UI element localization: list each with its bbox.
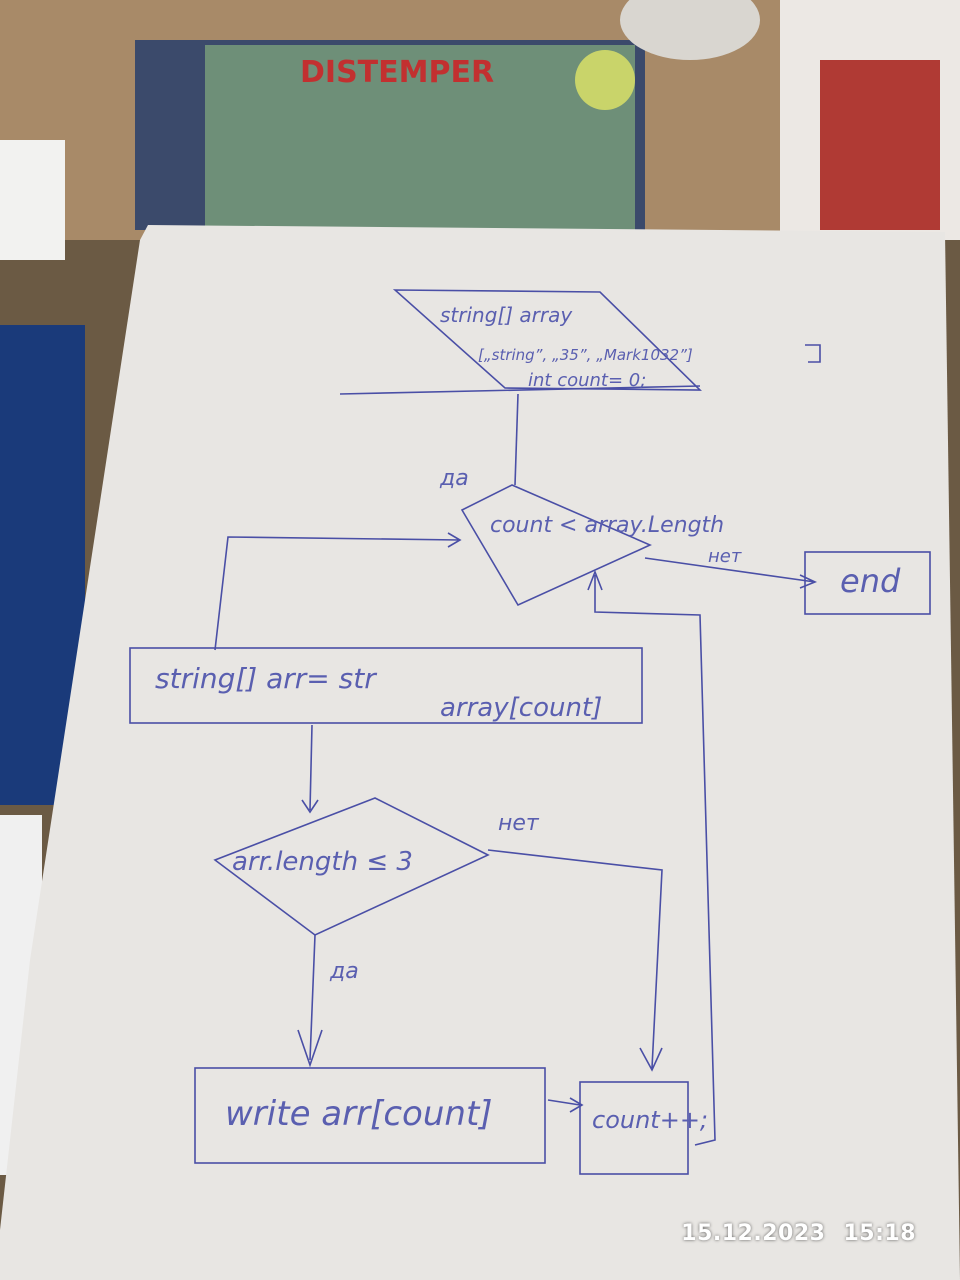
arrow-input-to-cond1 <box>514 393 519 486</box>
assign-box <box>129 647 643 724</box>
paper-sheet <box>0 225 960 1280</box>
increment-text: count++; <box>592 1106 708 1134</box>
input-underline <box>339 385 701 395</box>
arrow-write-to-increment <box>547 1097 584 1113</box>
assign-text-line2: array[count] <box>440 693 602 723</box>
cond2-text: arr.length ≤ 3 <box>232 847 413 877</box>
flowchart-drawing <box>129 289 931 1175</box>
increment-box <box>579 1081 689 1175</box>
cd-cover-title: DISTEMPER <box>300 55 494 90</box>
mug <box>620 0 760 60</box>
cond1-yes-label: да <box>439 466 469 491</box>
input-text-line2: [„string”, „35”, „Mark1032”] <box>478 346 693 364</box>
input-text-line1: string[] array <box>440 303 573 327</box>
end-text: end <box>840 562 901 600</box>
card-stack <box>0 140 65 260</box>
cd-cover-art <box>205 45 635 230</box>
cond2-yes-label: да <box>329 959 359 984</box>
photo-timestamp: 15.12.2023 15:18 <box>681 1221 916 1246</box>
end-box <box>804 551 931 615</box>
arrow-cond1-yes <box>214 532 462 651</box>
flowchart-text: string[] array [„string”, „35”, „Mark103… <box>155 303 901 1134</box>
timestamp-date: 15.12.2023 <box>681 1221 826 1246</box>
write-text: write arr[count] <box>225 1094 493 1134</box>
poster-figure <box>820 60 940 230</box>
cd-cover-moon <box>575 50 635 110</box>
arrow-loop-back <box>587 569 716 1146</box>
arrow-cond2-yes <box>297 934 323 1068</box>
cond1-diamond <box>460 484 652 607</box>
input-bracket-right <box>805 344 821 363</box>
input-text-line3: int count= 0; <box>528 370 646 391</box>
arrow-assign-to-cond2 <box>301 724 319 814</box>
arrow-cond2-no <box>487 849 663 1072</box>
timestamp-time: 15:18 <box>843 1221 916 1246</box>
input-parallelogram <box>392 289 702 391</box>
cond2-no-label: нет <box>498 811 540 836</box>
write-box <box>194 1067 546 1164</box>
assign-text-line1: string[] arr= str <box>155 662 377 695</box>
cond1-no-label: нет <box>708 546 742 567</box>
cond1-text: count < array.Length <box>490 513 724 538</box>
